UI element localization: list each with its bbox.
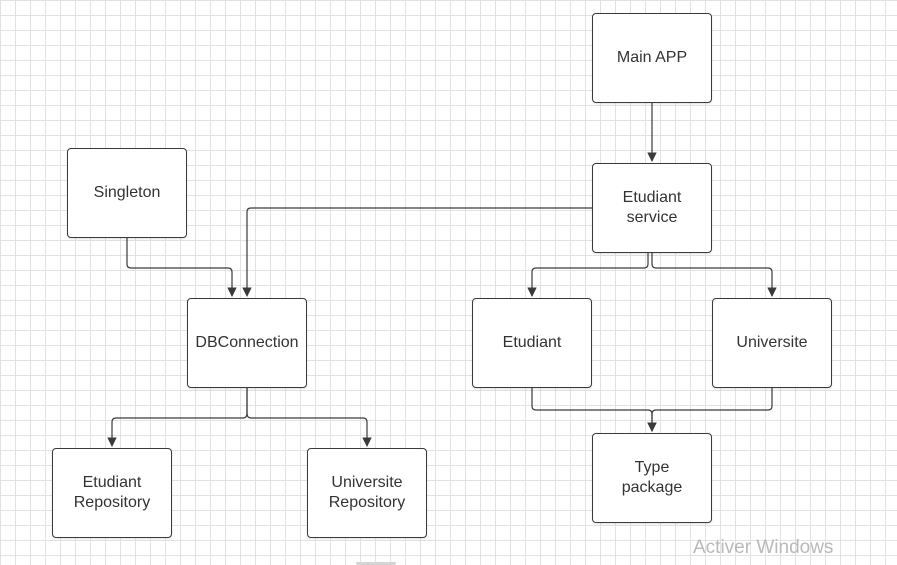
horizontal-scrollbar[interactable] (356, 562, 396, 565)
node-label: Etudiant service (622, 189, 682, 226)
edge-etudiant-service-to-universite[interactable] (651, 253, 777, 297)
node-singleton[interactable]: Singleton (67, 148, 187, 238)
node-label: Universite (736, 334, 808, 351)
node-label: Main APP (616, 49, 688, 66)
node-universite[interactable]: Universite (712, 298, 832, 388)
node-etudiant-repository[interactable]: Etudiant Repository (52, 448, 172, 538)
node-dbconnection[interactable]: DBConnection (187, 298, 307, 388)
edge-universite-to-type-package[interactable] (647, 388, 773, 432)
edge-etudiant-service-to-etudiant[interactable] (527, 253, 649, 297)
edge-singleton-to-dbconnection[interactable] (126, 238, 237, 297)
node-label: DBConnection (195, 334, 299, 351)
edge-etudiant-to-type-package[interactable] (531, 388, 657, 432)
node-label: Etudiant Repository (73, 474, 151, 511)
node-label: Universite Repository (328, 474, 406, 511)
node-type-package[interactable]: Type package (592, 433, 712, 523)
node-label: Singleton (93, 184, 161, 201)
edge-dbconnection-to-universite-repository[interactable] (246, 388, 372, 447)
node-etudiant-service[interactable]: Etudiant service (592, 163, 712, 253)
node-label: Etudiant (502, 334, 562, 351)
activation-watermark: Activer Windows (693, 537, 834, 558)
node-main-app[interactable]: Main APP (592, 13, 712, 103)
node-label: Type package (621, 459, 683, 496)
node-etudiant[interactable]: Etudiant (472, 298, 592, 388)
edge-dbconnection-to-etudiant-repository[interactable] (107, 388, 248, 447)
edge-etudiant-service-to-dbconnection[interactable] (242, 207, 592, 297)
node-universite-repository[interactable]: Universite Repository (307, 448, 427, 538)
